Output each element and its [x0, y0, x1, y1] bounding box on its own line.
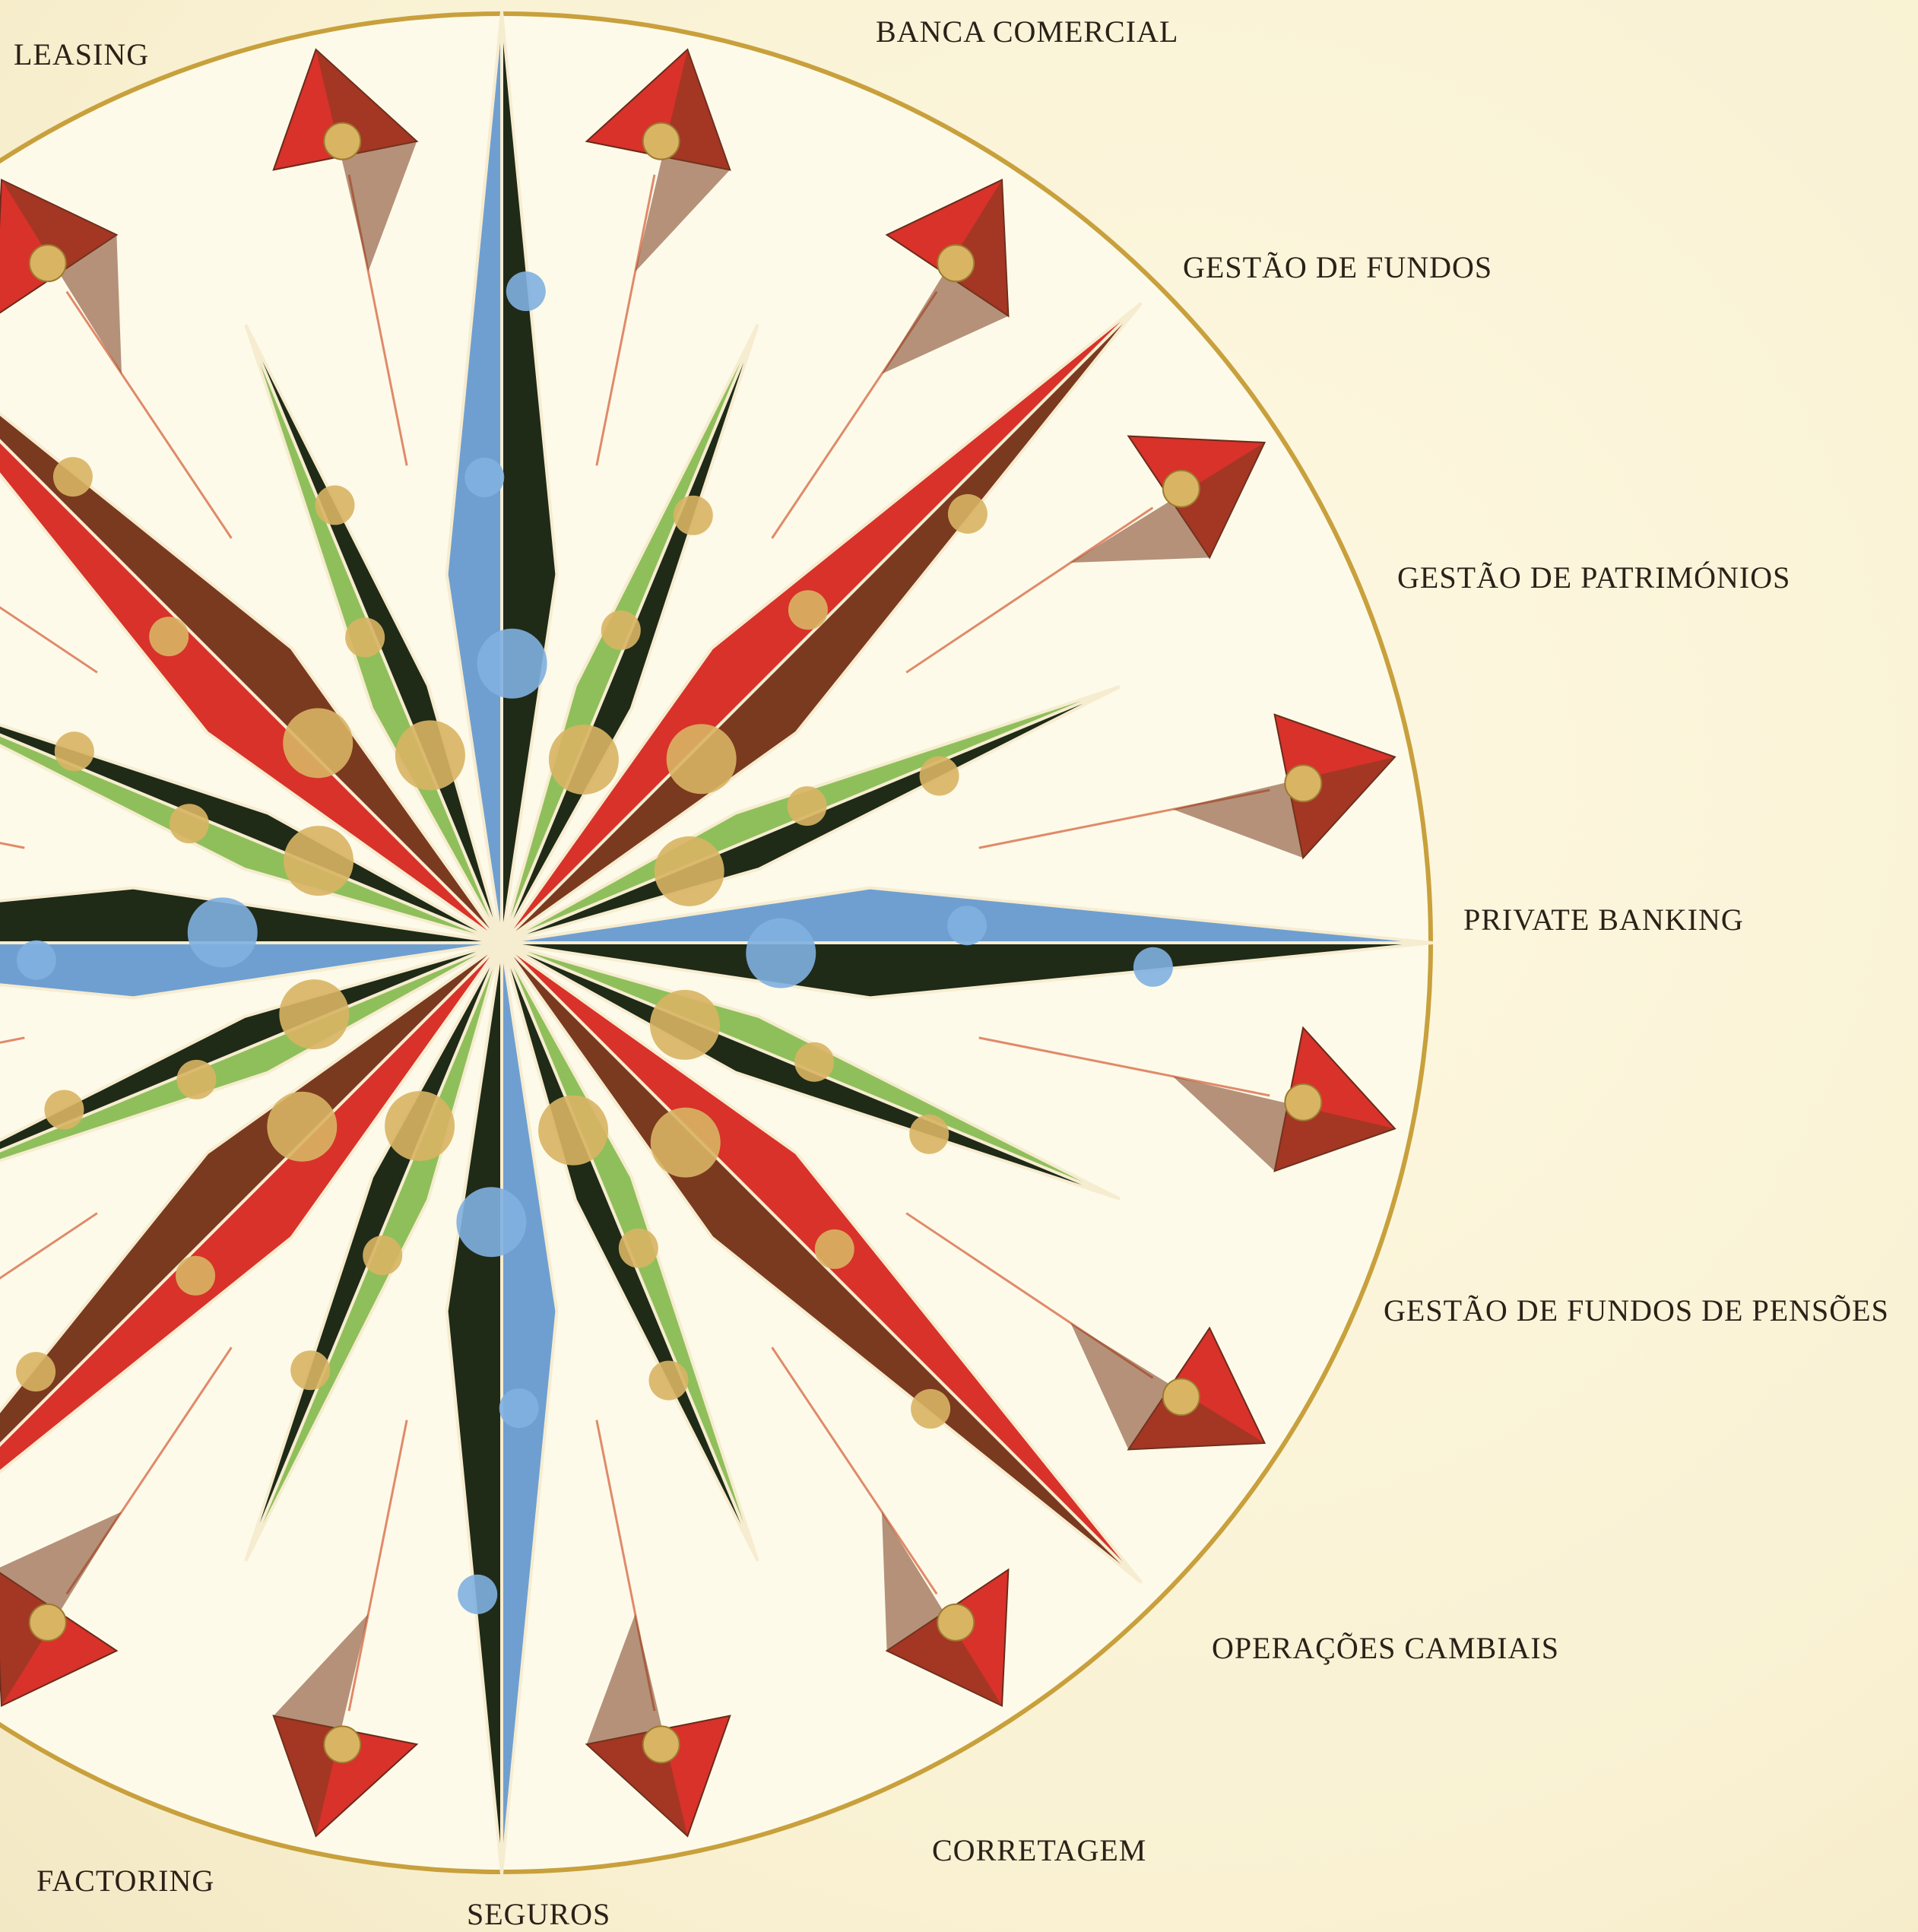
flag-emblem	[324, 123, 360, 160]
ray-ornament	[55, 731, 94, 771]
flag-emblem	[1163, 471, 1200, 507]
ray-ornament	[650, 990, 720, 1060]
ray-ornament	[746, 918, 816, 988]
label-leasing: LEASING	[14, 36, 149, 72]
ray-ornament	[363, 1236, 402, 1275]
ray-ornament	[53, 457, 93, 496]
ray-ornament	[283, 708, 353, 778]
ray-ornament	[506, 271, 546, 311]
ray-ornament	[948, 494, 988, 534]
label-corretagem: CORRETAGEM	[932, 1832, 1146, 1868]
ray-ornament	[279, 979, 349, 1049]
flag-emblem	[1163, 1378, 1200, 1415]
ray-ornament	[794, 1042, 834, 1082]
label-gestao-de-fundos: GESTÃO DE FUNDOS	[1183, 249, 1492, 285]
flag-emblem	[30, 245, 66, 281]
ray-ornament	[149, 617, 189, 656]
ray-ornament	[920, 757, 959, 796]
ray-ornament	[909, 1115, 949, 1154]
label-operacoes-cambiais: OPERAÇÕES CAMBIAIS	[1212, 1630, 1559, 1666]
ray-ornament	[549, 725, 619, 795]
ray-ornament	[788, 786, 827, 826]
flag-emblem	[30, 1604, 66, 1641]
ray-ornament	[395, 720, 465, 790]
flag-emblem	[324, 1726, 360, 1762]
ray-ornament	[667, 724, 737, 794]
label-private-banking: PRIVATE BANKING	[1463, 902, 1744, 937]
ray-ornament	[188, 897, 258, 967]
flag-emblem	[1285, 1084, 1321, 1121]
ray-ornament	[345, 617, 385, 657]
ray-ornament	[911, 1389, 950, 1429]
ray-ornament	[464, 458, 504, 497]
ray-ornament	[674, 496, 713, 535]
label-banca-comercial: BANCA COMERCIAL	[876, 14, 1178, 49]
compass-rose	[0, 11, 1433, 1874]
ray-ornament	[815, 1229, 854, 1269]
ray-ornament	[601, 611, 641, 650]
ray-ornament	[1133, 947, 1173, 987]
ray-ornament	[385, 1091, 455, 1161]
flag-emblem	[643, 123, 680, 160]
ray-ornament	[16, 1352, 55, 1391]
ray-ornament	[176, 1060, 216, 1099]
ray-ornament	[170, 804, 209, 843]
ray-ornament	[315, 485, 355, 525]
ray-ornament	[44, 1090, 84, 1129]
ray-ornament	[290, 1350, 330, 1390]
ray-ornament	[788, 590, 828, 630]
flag-emblem	[937, 1604, 974, 1641]
ray-ornament	[651, 1108, 721, 1178]
ray-ornament	[176, 1256, 215, 1296]
ray-ornament	[456, 1187, 526, 1257]
ray-ornament	[648, 1361, 688, 1401]
ray-ornament	[17, 941, 56, 980]
label-factoring: FACTORING	[36, 1863, 214, 1899]
label-seguros: SEGUROS	[467, 1896, 610, 1932]
flag-emblem	[1285, 765, 1321, 801]
flag-emblem	[937, 245, 974, 281]
ray-ornament	[947, 906, 987, 945]
ray-ornament	[538, 1096, 608, 1166]
ray-ornament	[655, 836, 724, 906]
ray-ornament	[477, 629, 547, 699]
ray-ornament	[499, 1388, 539, 1428]
flag-emblem	[643, 1726, 680, 1762]
ray-ornament	[619, 1229, 658, 1268]
ray-ornament	[458, 1575, 497, 1614]
ray-ornament	[284, 826, 353, 896]
label-gestao-de-patrimonios: GESTÃO DE PATRIMÓNIOS	[1397, 560, 1790, 595]
rose-center-hub	[494, 935, 509, 950]
label-gestao-de-fundos-de-pensoes: GESTÃO DE FUNDOS DE PENSÕES	[1384, 1293, 1889, 1328]
ray-ornament	[267, 1092, 337, 1162]
